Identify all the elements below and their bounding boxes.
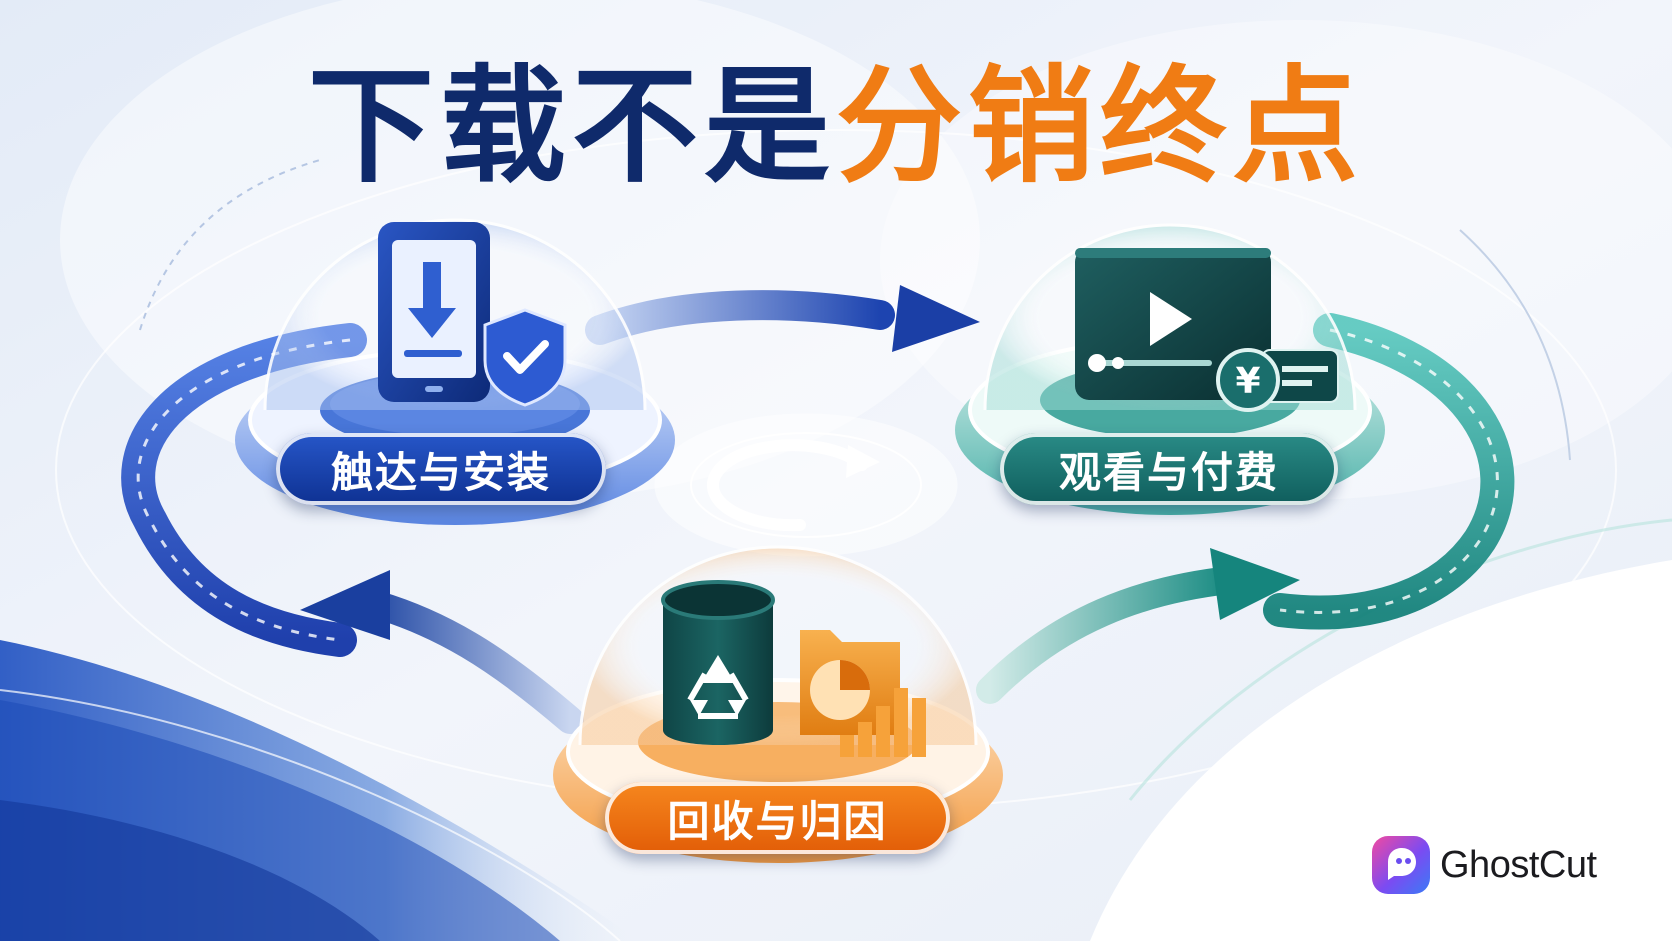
node-label-recycle-attribution: 回收与归因 [605,782,950,854]
video-player-payment-icon: ¥ [1075,248,1339,412]
node-reach-install [235,218,675,525]
logo-text: GhostCut [1440,843,1597,886]
page-title: 下载不是分销终点 [0,52,1672,202]
recycle-bin-analytics-icon [661,580,926,757]
phone-download-shield-icon [378,222,567,407]
arrow-head-right [1210,548,1300,620]
ghostcut-logo-icon [1372,836,1430,894]
svg-text:¥: ¥ [1235,361,1260,402]
node-label-watch-pay: 观看与付费 [1000,433,1338,505]
refresh-cycle-icon [706,439,880,532]
brand-logo: GhostCut [1372,836,1597,894]
title-dark-part: 下载不是 [308,53,836,200]
arrow-head-top [892,285,980,352]
node-label-reach-install: 触达与安装 [276,433,606,505]
arrow-head-left [300,570,390,640]
title-accent-part: 分销终点 [836,53,1364,200]
